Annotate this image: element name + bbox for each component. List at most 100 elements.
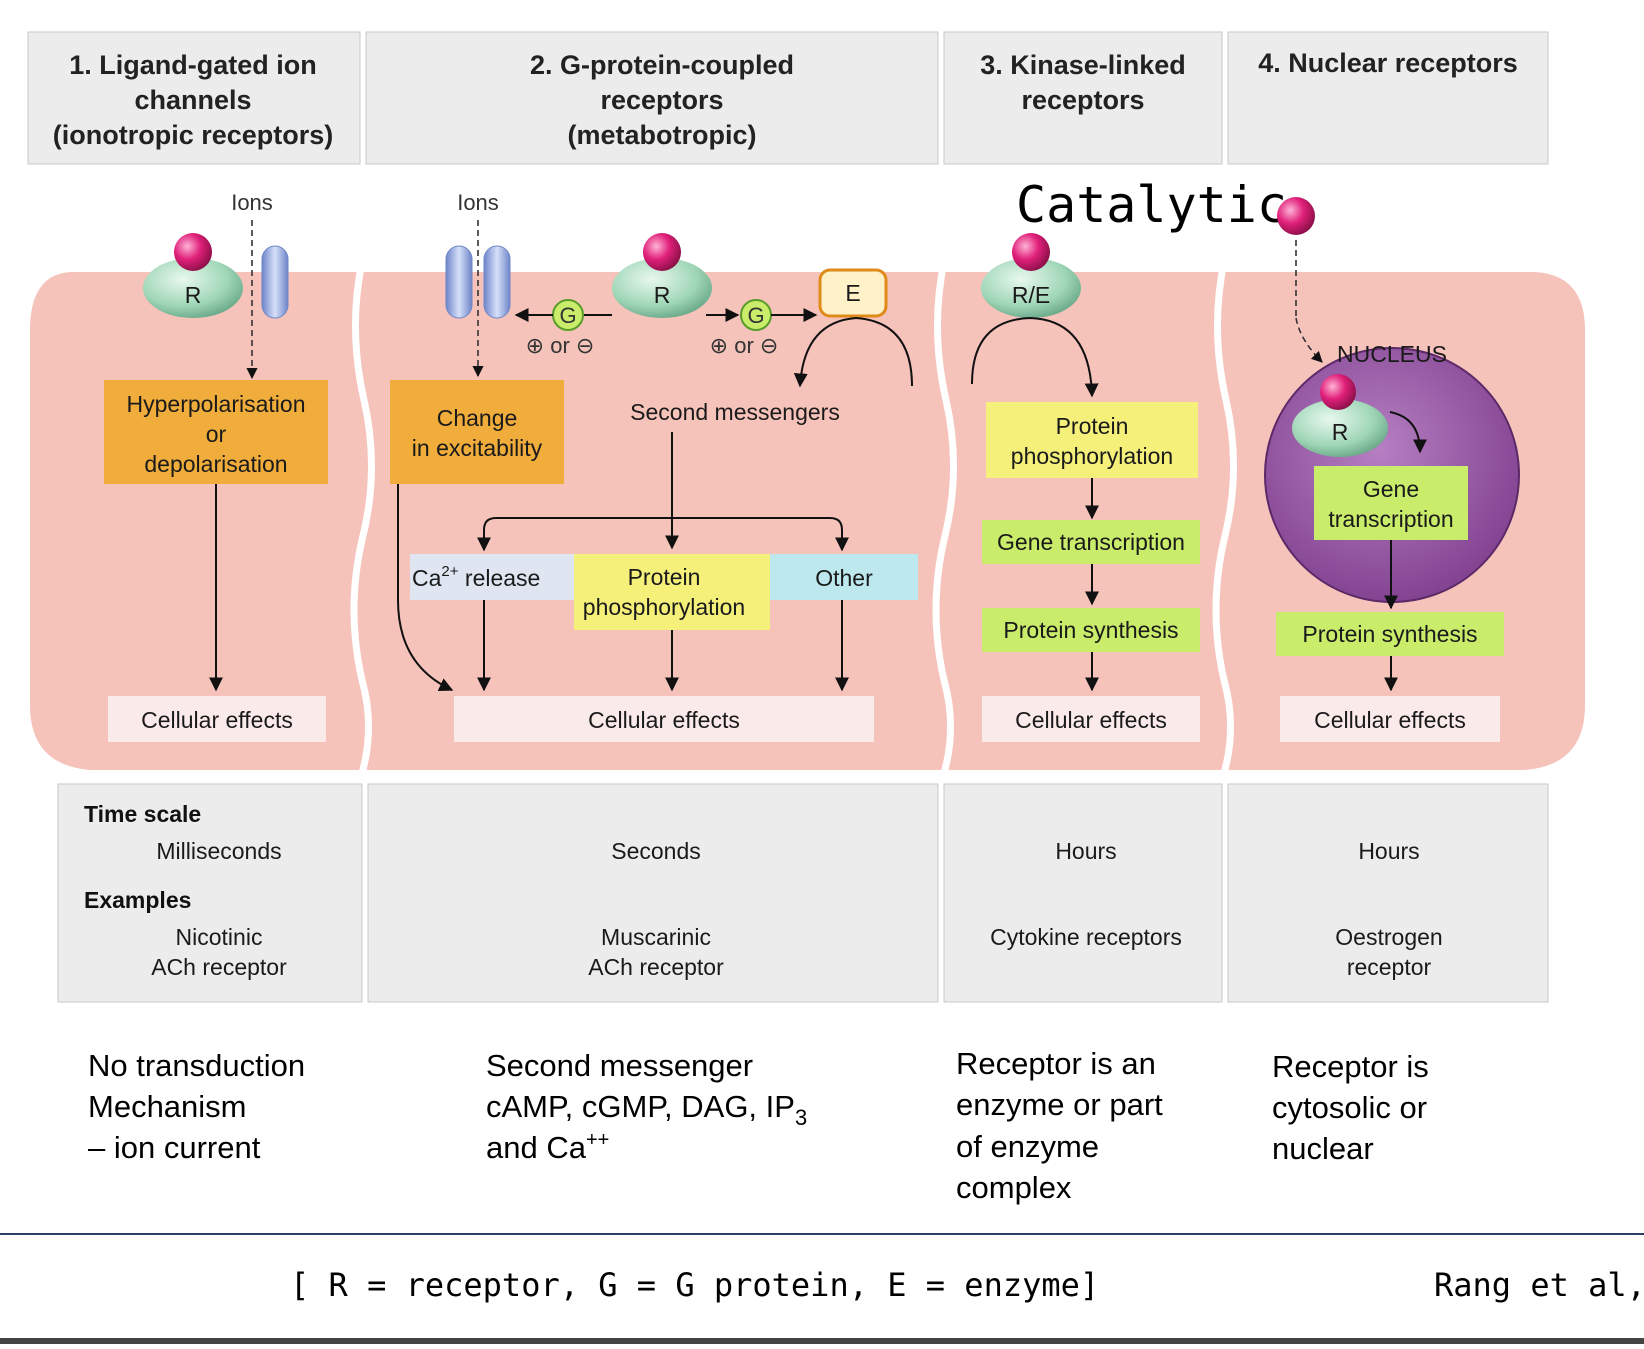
note-col2-line1: Second messenger [486,1048,753,1083]
ions-label-2: Ions [457,190,499,215]
note-col3-line1: Receptor is an [956,1046,1156,1081]
hyperpolarisation-box [104,380,328,484]
second-messengers-label: Second messengers [630,399,840,425]
nuclear-ligand-ball [1277,197,1315,235]
hyperpol-line3: depolarisation [144,451,287,477]
header-col3-line1: 3. Kinase-linked [980,50,1186,80]
example-col4-line2: receptor [1347,954,1432,980]
cellular-effects-box-1 [108,696,326,742]
protein-phosphorylation-box-3 [986,402,1198,478]
plus-minus-left: ⊕ or ⊖ [526,333,595,358]
header-col4: 4. Nuclear receptors [1258,48,1518,78]
gpcr-receptor-shape [612,258,712,318]
change-excitability-box [390,380,564,484]
column-kinase-linked: Catalytic R/E Protein phosphorylation Ge… [971,176,1287,742]
pp3-line2: phosphorylation [1011,443,1173,469]
ca-release-box [410,554,574,600]
example-col2-line2: ACh receptor [588,954,724,980]
protein-phosphorylation-box-2 [574,554,770,630]
time-col2: Seconds [611,838,701,864]
gene-transcription-box-3 [982,520,1200,564]
note-col1-line3: – ion current [88,1130,261,1165]
protein-synthesis-4: Protein synthesis [1302,621,1477,647]
legend-text: [ R = receptor, G = G protein, E = enzym… [290,1266,1099,1304]
receptor-shape [143,258,243,318]
enzyme-e-label: E [845,280,860,306]
cellular-effects-4: Cellular effects [1314,707,1466,733]
protein-synthesis-3: Protein synthesis [1003,617,1178,643]
header-row: 1. Ligand-gated ion channels (ionotropic… [27,31,1549,165]
ions-label-1: Ions [231,190,273,215]
header-col2-line3: (metabotropic) [568,120,757,150]
receptor-r-label: R [185,282,202,308]
ca-release-label: Ca2+ release [412,563,540,591]
bottom-bar [0,1338,1644,1344]
time-scale-label: Time scale [84,801,201,827]
example-col1-line1: Nicotinic [176,924,263,950]
change-line1: Change [437,405,518,431]
note-col3-line4: complex [956,1170,1072,1205]
cellular-effects-1: Cellular effects [141,707,293,733]
mechanism-notes: No transduction Mechanism – ion current … [88,1046,1429,1205]
kinase-ligand-ball [1012,233,1050,271]
column-ligand-gated: Ions R Hyperpolarisation or depolarisati… [104,190,328,742]
cellular-effects-box-2 [454,696,874,742]
kinase-receptor-shape [981,258,1081,318]
gene-transcription-box-4 [1314,466,1468,540]
time-col1: Milliseconds [156,838,281,864]
note-col4-line3: nuclear [1272,1131,1374,1166]
hyperpol-line1: Hyperpolarisation [127,391,306,417]
ion-channel-shape [261,245,289,319]
note-col2-line2: cAMP, cGMP, DAG, IP3 [486,1089,807,1130]
ion-channel-left [445,245,473,319]
gpcr-ligand-ball [643,233,681,271]
plus-minus-right: ⊕ or ⊖ [710,333,779,358]
column-nuclear: NUCLEUS R Gene transcription Protein syn… [1264,197,1520,742]
nuclear-receptor-shape [1292,399,1388,457]
column-gpcr: Ions R G ⊕ or ⊖ G ⊕ or ⊖ E Change in exc… [390,190,918,742]
time-col3: Hours [1055,838,1116,864]
gpcr-r-label: R [654,282,671,308]
note-col4-line2: cytosolic or [1272,1090,1427,1125]
cellular-effects-2: Cellular effects [588,707,740,733]
header-col1-line3: (ionotropic receptors) [53,120,334,150]
change-line2: in excitability [412,435,543,461]
g-label-right: G [747,303,764,328]
cellular-effects-box-4 [1280,696,1500,742]
header-col2-line1: 2. G-protein-coupled [530,50,794,80]
header-col1-line2: channels [134,85,251,115]
enzyme-box [818,268,888,318]
nuclear-r-label: R [1332,419,1349,445]
re-label: R/E [1012,282,1050,308]
hyperpol-line2: or [206,421,227,447]
catalytic-label: Catalytic [1016,176,1287,234]
note-col1-line1: No transduction [88,1048,305,1083]
nucleus-label: NUCLEUS [1337,341,1447,367]
pp2-line2: phosphorylation [583,594,745,620]
protein-synthesis-box-4 [1276,612,1504,656]
cellular-effects-box-3 [982,696,1200,742]
info-table: Time scale Examples Milliseconds Seconds… [57,783,1549,1003]
note-col1-line2: Mechanism [88,1089,247,1124]
pp3-line1: Protein [1056,413,1129,439]
gene-transcription-3: Gene transcription [997,529,1185,555]
citation-text: Rang et al, 20 [1434,1266,1644,1304]
g-label-left: G [559,303,576,328]
note-col2-line3: and Ca++ [486,1129,609,1165]
header-col2-line2: receptors [600,85,723,115]
cellular-effects-3: Cellular effects [1015,707,1167,733]
other-label: Other [815,565,873,591]
other-box [770,554,918,600]
time-col4: Hours [1358,838,1419,864]
examples-label: Examples [84,887,191,913]
gene-transcription-4-line1: Gene [1363,476,1419,502]
example-col1-line2: ACh receptor [151,954,287,980]
gene-transcription-4-line2: transcription [1328,506,1453,532]
header-col1-line1: 1. Ligand-gated ion [69,50,317,80]
nuclear-receptor-ligand [1320,374,1356,410]
ion-channel-right [483,245,511,319]
example-col3-line1: Cytokine receptors [990,924,1182,950]
example-col2-line1: Muscarinic [601,924,711,950]
example-col4-line1: Oestrogen [1335,924,1442,950]
